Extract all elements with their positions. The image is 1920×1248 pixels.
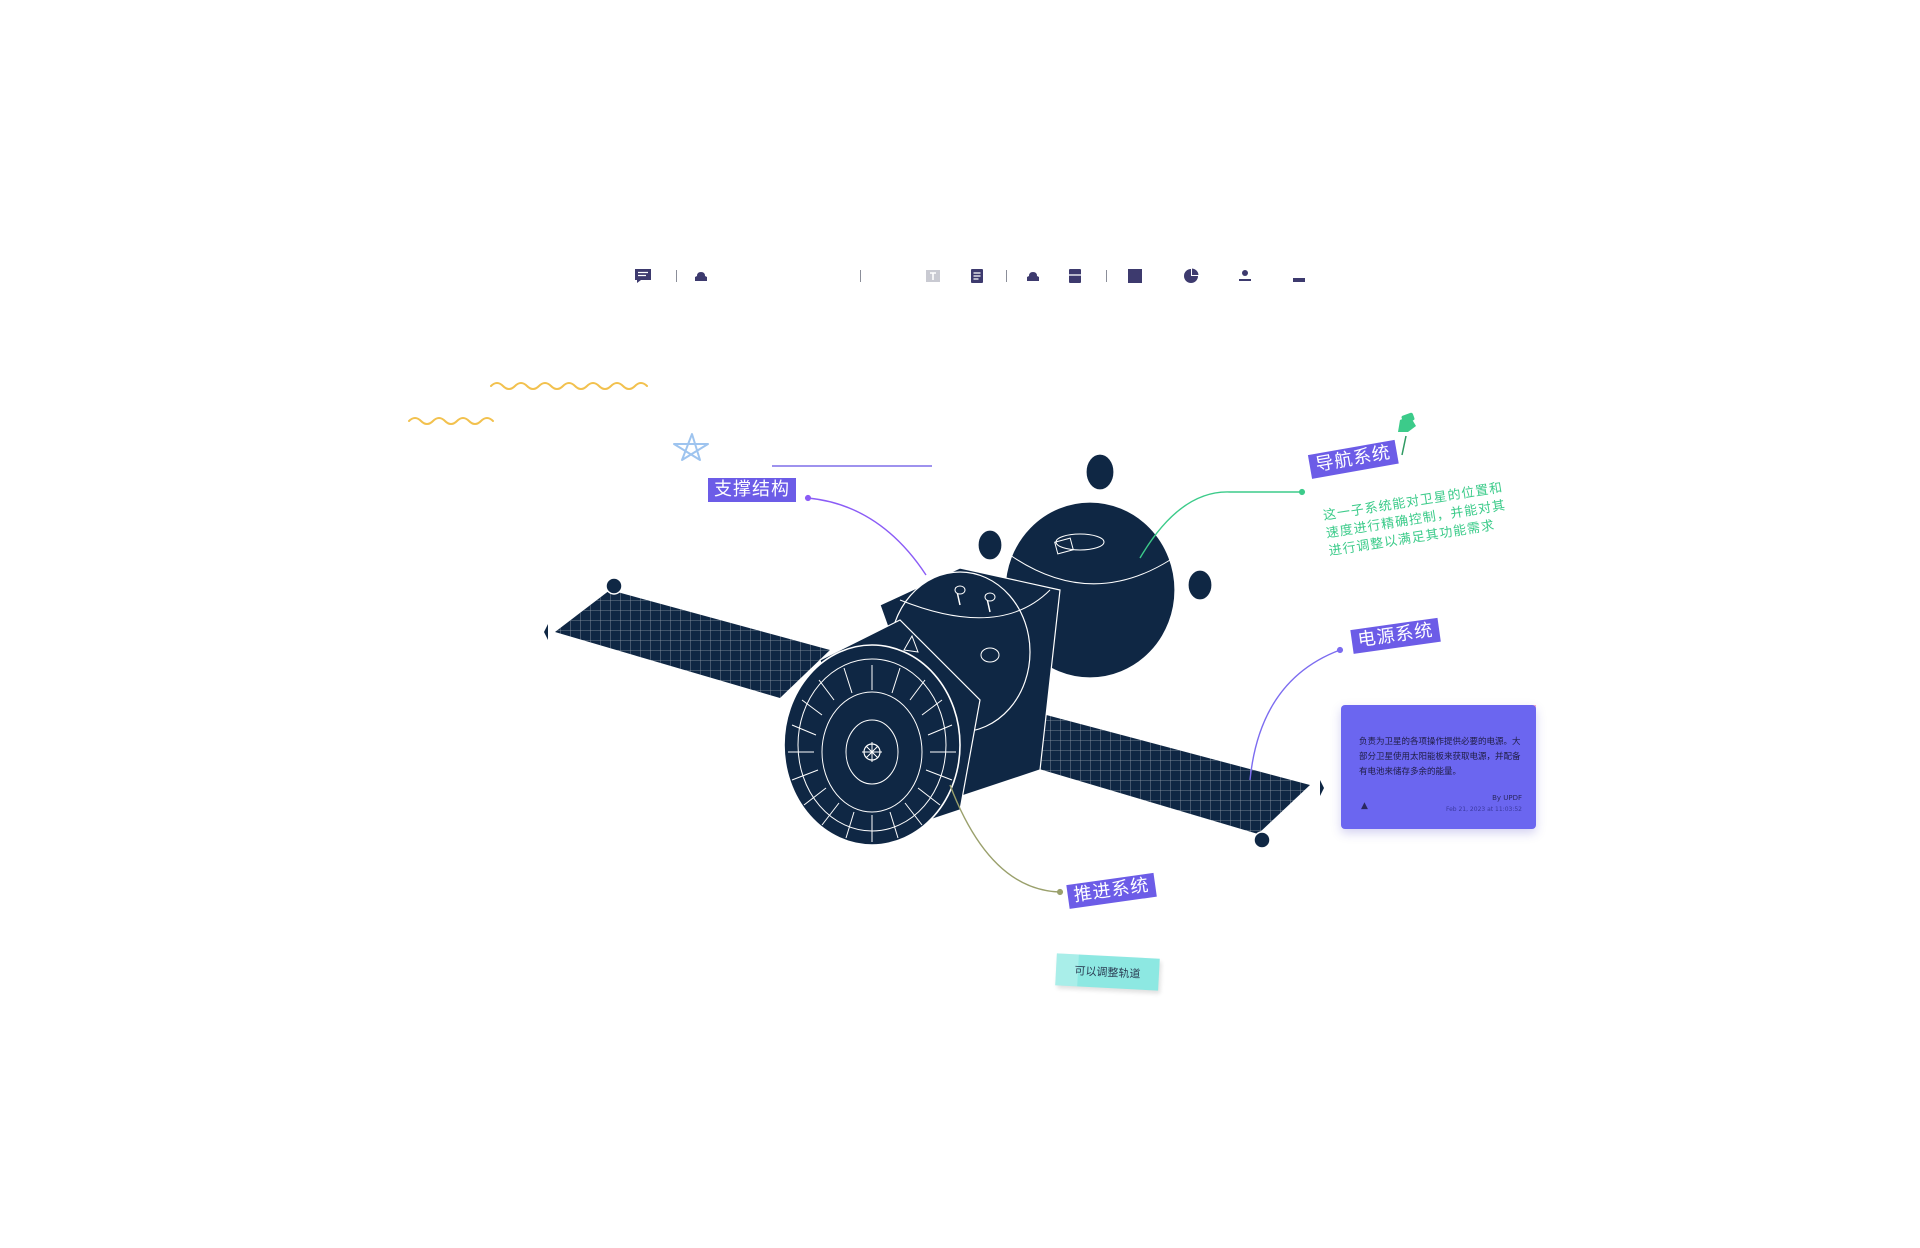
pie-icon[interactable]	[1180, 262, 1202, 290]
yellow-scribble[interactable]	[408, 382, 648, 425]
solar-panel-left	[544, 577, 830, 698]
annotation-toolbar	[620, 262, 1305, 290]
satellite-body	[783, 453, 1213, 846]
propulsion-connector[interactable]	[949, 784, 1064, 896]
comment-card[interactable]: 负责为卫星的各项操作提供必要的电源。大部分卫星使用太阳能板来获取电源，并配备有电…	[1341, 705, 1536, 829]
archive-icon[interactable]	[1064, 262, 1086, 290]
solar-panel-right	[975, 712, 1324, 849]
tree-icon: ▲	[1361, 801, 1368, 811]
comment-body: 负责为卫星的各项操作提供必要的电源。大部分卫星使用太阳能板来获取电源，并配备有电…	[1359, 737, 1521, 777]
text-box-icon[interactable]	[922, 262, 944, 290]
power-connector[interactable]	[1249, 646, 1344, 781]
comment-author: By UPDF	[1492, 794, 1522, 802]
stamp-icon[interactable]	[1022, 262, 1044, 290]
label-support-structure[interactable]: 支撑结构	[708, 478, 796, 502]
pin-icon[interactable]	[1398, 412, 1416, 456]
comment-icon[interactable]	[632, 262, 654, 290]
support-connector[interactable]	[804, 494, 927, 576]
stamp-icon[interactable]	[690, 262, 712, 290]
person-icon[interactable]	[1234, 262, 1256, 290]
star-shape[interactable]	[673, 433, 709, 461]
note-icon[interactable]	[966, 262, 988, 290]
navigation-connector[interactable]	[1139, 488, 1306, 559]
square-icon[interactable]	[1124, 262, 1146, 290]
underline-icon[interactable]	[1288, 262, 1310, 290]
sticky-note-text: 可以调整轨道	[1074, 964, 1141, 981]
sticky-note[interactable]: 可以调整轨道	[1055, 953, 1160, 991]
comment-date: Feb 21, 2023 at 11:03:52	[1445, 806, 1522, 813]
